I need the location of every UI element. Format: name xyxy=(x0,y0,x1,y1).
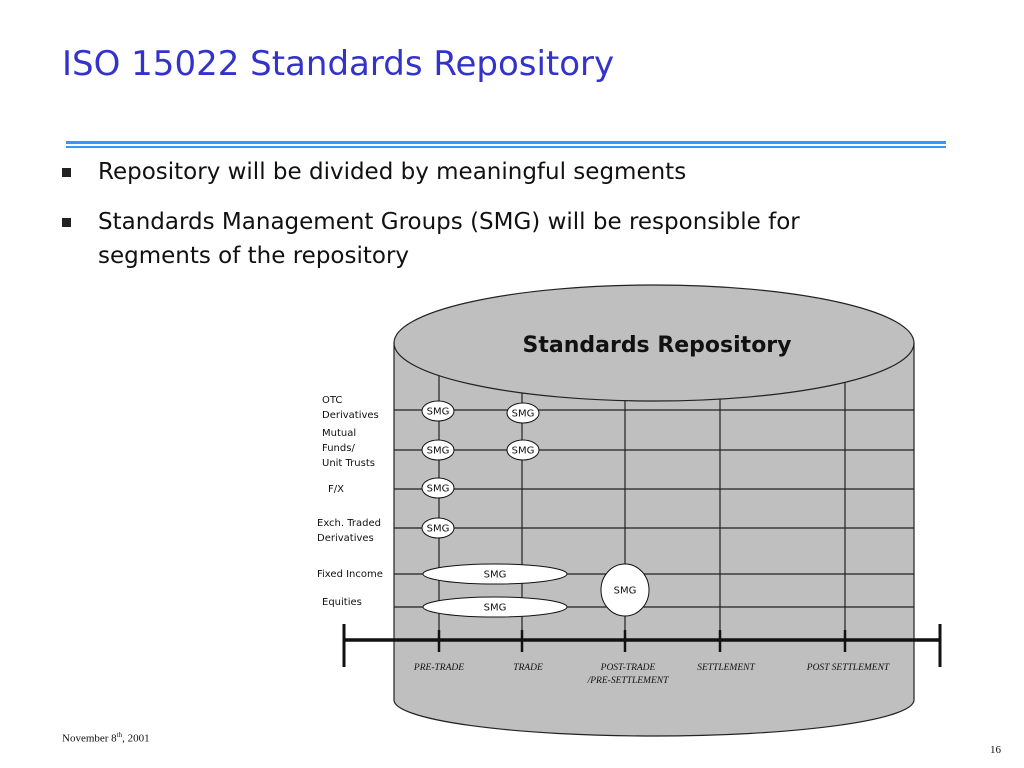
smg-otc-pretrade-oval xyxy=(421,400,455,422)
row-label: Funds/ xyxy=(322,443,355,454)
stage-label: SETTLEMENT xyxy=(697,663,755,673)
smg-funds-trade-oval xyxy=(506,439,540,461)
row-label: Derivatives xyxy=(317,533,374,544)
smg-exch-label: SMG xyxy=(427,524,450,535)
smg-equities-label: SMG xyxy=(484,603,507,614)
title-divider-bottom xyxy=(66,146,946,148)
square-bullet-icon xyxy=(62,168,71,177)
stage-label: POST SETTLEMENT xyxy=(806,663,890,673)
row-label: Mutual xyxy=(322,428,356,439)
row-label: F/X xyxy=(328,484,344,495)
row-label: Equities xyxy=(322,597,362,608)
smg-fx-oval xyxy=(421,477,455,499)
stage-label: POST-TRADE xyxy=(600,663,656,673)
stage-label: /PRE-SETTLEMENT xyxy=(587,676,669,686)
smg-otc-pretrade-label: SMG xyxy=(427,407,450,418)
smg-funds-pretrade-oval xyxy=(421,439,455,461)
smg-funds-pretrade-label: SMG xyxy=(427,446,450,457)
diagram-root: Standards RepositoryOTCDerivativesMutual… xyxy=(317,284,942,737)
page-number: 16 xyxy=(990,744,1001,756)
row-label: OTC xyxy=(322,395,342,406)
row-label: Exch. Traded xyxy=(317,518,381,529)
bullet-text: Standards Management Groups (SMG) will b… xyxy=(98,209,800,269)
footer-date: November 8th, 2001 xyxy=(62,731,150,745)
title-divider-top xyxy=(66,141,946,144)
bullet-text: Repository will be divided by meaningful… xyxy=(98,159,687,185)
stage-label: TRADE xyxy=(513,663,543,673)
smg-funds-trade-label: SMG xyxy=(512,446,535,457)
row-label: Unit Trusts xyxy=(322,458,375,469)
smg-equities-oval xyxy=(422,596,568,618)
slide-title: ISO 15022 Standards Repository xyxy=(62,44,615,84)
cylinder-top xyxy=(393,284,915,402)
square-bullet-icon xyxy=(62,218,71,227)
smg-exch-oval xyxy=(421,517,455,539)
row-label: Derivatives xyxy=(322,410,379,421)
diagram-title: Standards Repository xyxy=(523,333,792,358)
smg-fixed-income-label: SMG xyxy=(484,570,507,581)
smg-fixed-income-oval xyxy=(422,563,568,585)
smg-post-trade-oval xyxy=(600,563,650,617)
stage-label: PRE-TRADE xyxy=(413,663,464,673)
smg-post-trade-label: SMG xyxy=(614,586,637,597)
smg-otc-trade-label: SMG xyxy=(512,409,535,420)
smg-otc-trade-oval xyxy=(506,402,540,424)
smg-fx-label: SMG xyxy=(427,484,450,495)
row-label: Fixed Income xyxy=(317,569,383,580)
